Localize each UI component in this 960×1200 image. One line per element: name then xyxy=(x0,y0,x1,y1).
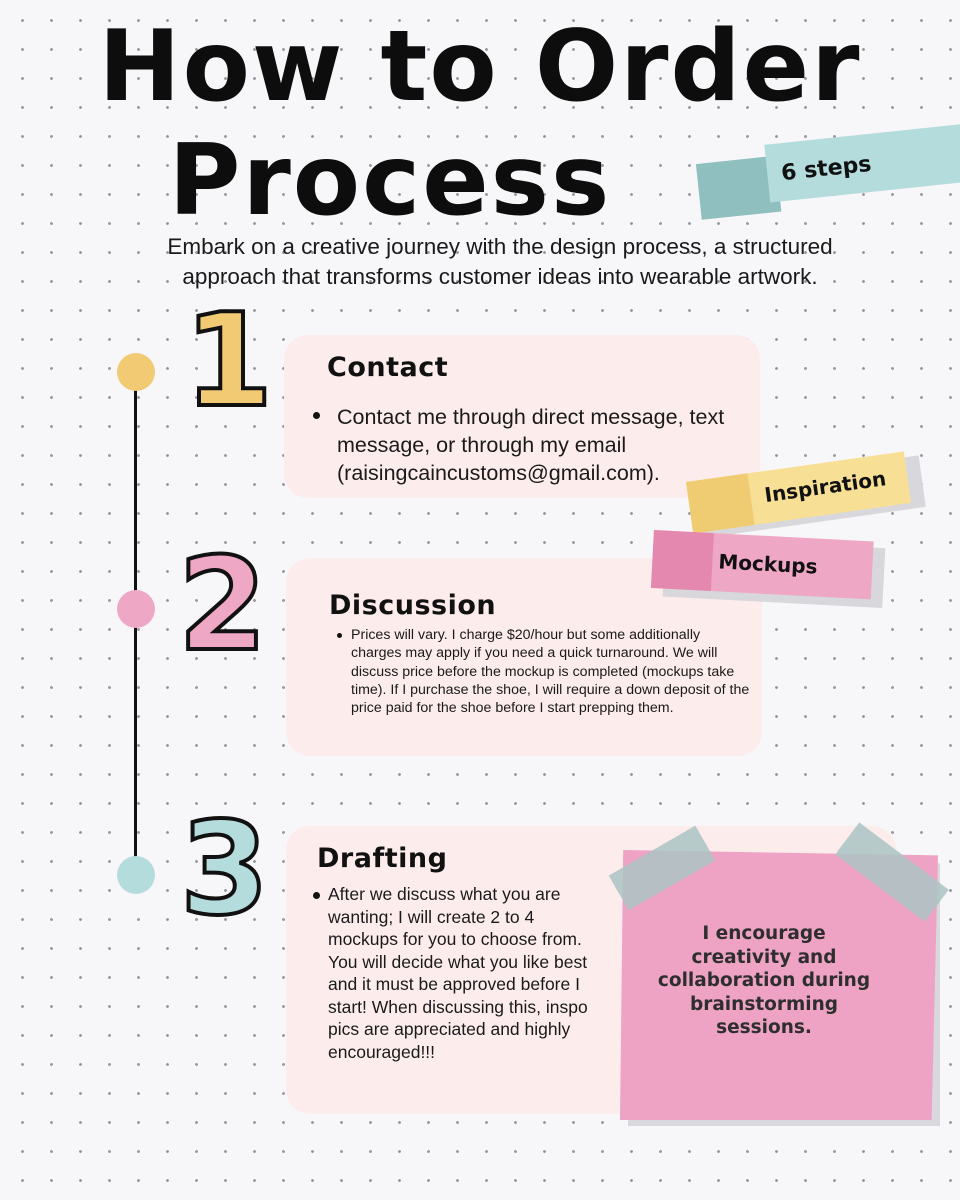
step-number-1: 1 xyxy=(182,287,275,436)
bullet-icon xyxy=(313,412,320,419)
step-title-drafting: Drafting xyxy=(317,843,448,874)
step-card-contact xyxy=(284,335,760,498)
tag-fold xyxy=(650,530,714,592)
step-number-2: 2 xyxy=(176,531,269,680)
step-text-drafting: After we discuss what you are wanting; I… xyxy=(328,884,588,1062)
step-title-contact: Contact xyxy=(327,352,449,383)
tag-fold xyxy=(686,473,755,534)
timeline-dot-3 xyxy=(117,856,155,894)
step-text-discussion: Prices will vary. I charge $20/hour but … xyxy=(351,627,750,717)
intro-text: Embark on a creative journey with the de… xyxy=(167,234,833,289)
mockups-tag: Mockups xyxy=(650,530,886,609)
page-title-line-2: Process xyxy=(168,124,612,238)
step-title-discussion: Discussion xyxy=(329,590,497,621)
bullet-icon xyxy=(337,633,342,638)
step-text-contact: Contact me through direct message, text … xyxy=(337,405,725,485)
page-title-line-1: How to Order xyxy=(98,10,862,124)
sticky-note-text: I encourage creativity and collaboration… xyxy=(657,923,871,1038)
timeline-dot-1 xyxy=(117,353,155,391)
sticky-note xyxy=(620,850,938,1120)
step-number-3: 3 xyxy=(178,795,271,944)
timeline-dot-2 xyxy=(117,590,155,628)
bullet-icon xyxy=(313,892,320,899)
mockups-tag-label: Mockups xyxy=(717,549,819,579)
